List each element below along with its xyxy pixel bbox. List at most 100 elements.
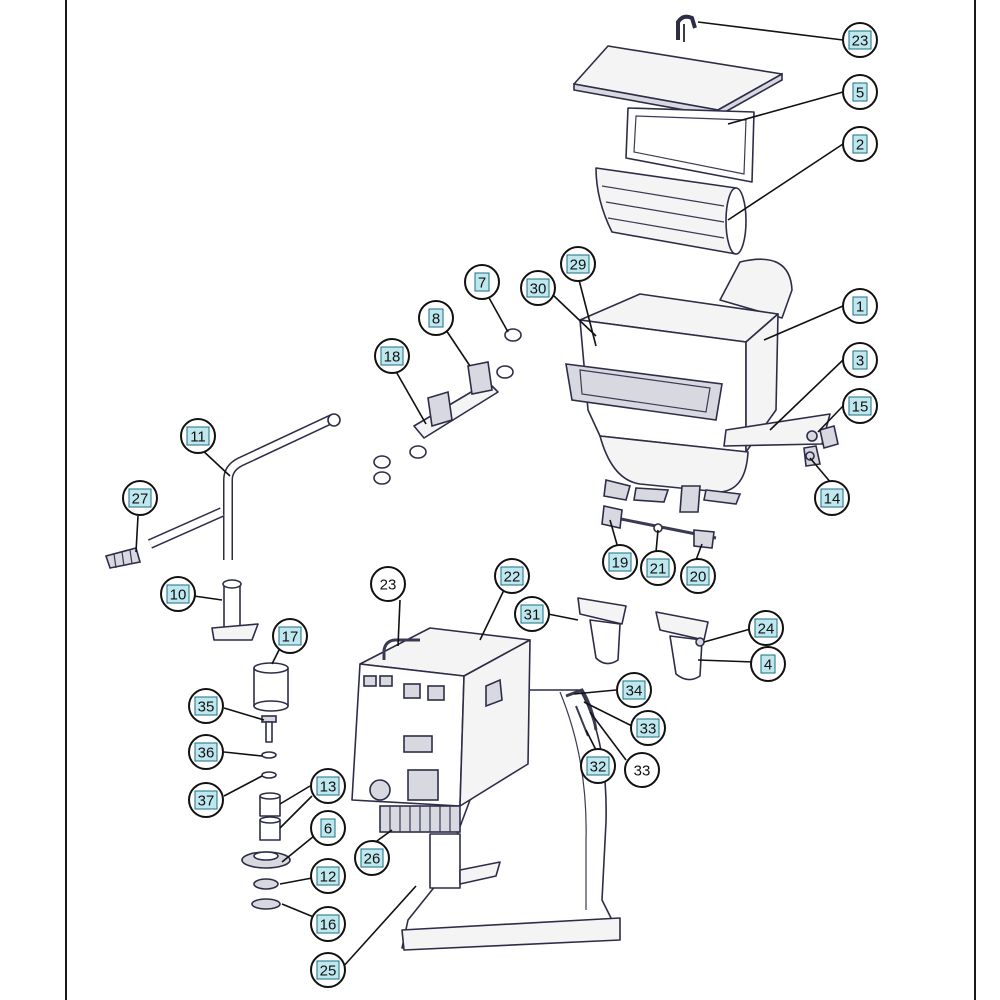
callout-14: 14 xyxy=(814,480,850,516)
callout-4: 4 xyxy=(750,646,786,682)
callout-15: 15 xyxy=(842,388,878,424)
svg-text:13: 13 xyxy=(320,779,337,796)
callout-23-top: 23 xyxy=(842,22,878,58)
terminal-block-part xyxy=(379,805,501,889)
pulley-6-part xyxy=(241,851,291,869)
svg-text:30: 30 xyxy=(530,281,547,298)
callout-30: 30 xyxy=(520,270,556,306)
callout-20: 20 xyxy=(680,558,716,594)
caster-31-part xyxy=(577,597,627,665)
t-handle-part xyxy=(147,413,341,560)
fastener-14-part xyxy=(803,445,821,467)
svg-text:24: 24 xyxy=(758,621,775,638)
leader-lines xyxy=(135,21,844,969)
svg-text:15: 15 xyxy=(852,399,869,416)
svg-text:29: 29 xyxy=(570,257,587,274)
svg-text:3: 3 xyxy=(856,353,864,370)
handle-top-part xyxy=(676,14,697,42)
svg-text:31: 31 xyxy=(524,607,541,624)
svg-text:34: 34 xyxy=(626,683,643,700)
callout-13: 13 xyxy=(310,768,346,804)
callout-11: 11 xyxy=(180,418,216,454)
svg-text:12: 12 xyxy=(320,869,337,886)
callout-26: 26 xyxy=(354,840,390,876)
callout-1: 1 xyxy=(842,288,878,324)
svg-text:7: 7 xyxy=(478,275,486,292)
svg-text:4: 4 xyxy=(764,657,772,674)
svg-text:22: 22 xyxy=(504,569,521,586)
callout-7: 7 xyxy=(464,264,500,300)
callout-24: 24 xyxy=(748,610,784,646)
callout-10: 10 xyxy=(160,576,196,612)
svg-text:35: 35 xyxy=(198,699,215,716)
callout-8: 8 xyxy=(418,300,454,336)
bracket-10-part xyxy=(211,579,259,641)
svg-text:23: 23 xyxy=(852,33,869,50)
callout-21: 21 xyxy=(640,550,676,586)
callout-3: 3 xyxy=(842,342,878,378)
svg-text:16: 16 xyxy=(320,917,337,934)
svg-text:37: 37 xyxy=(198,793,215,810)
svg-text:6: 6 xyxy=(324,821,332,838)
callout-2: 2 xyxy=(842,126,878,162)
lid-part xyxy=(573,45,783,183)
svg-text:18: 18 xyxy=(384,349,401,366)
callout-6: 6 xyxy=(310,810,346,846)
bolt-27-part xyxy=(104,547,142,569)
svg-text:27: 27 xyxy=(132,491,149,508)
callout-36: 36 xyxy=(188,734,224,770)
callout-34: 34 xyxy=(616,672,652,708)
callout-19: 19 xyxy=(602,544,638,580)
callout-17: 17 xyxy=(272,618,308,654)
bearing-assembly-part xyxy=(373,328,522,485)
svg-text:33: 33 xyxy=(634,763,651,780)
svg-text:17: 17 xyxy=(282,629,299,646)
callout-16: 16 xyxy=(310,906,346,942)
svg-text:20: 20 xyxy=(690,569,707,586)
callout-33-b: 33 xyxy=(624,752,660,788)
callout-12: 12 xyxy=(310,858,346,894)
fastener-15-part xyxy=(806,424,839,450)
callout-32: 32 xyxy=(580,748,616,784)
callout-33-a: 33 xyxy=(630,710,666,746)
cylinder-17-part xyxy=(253,662,289,712)
washer-16-part xyxy=(251,898,281,910)
svg-text:21: 21 xyxy=(650,561,667,578)
shaft-assembly-part xyxy=(601,505,717,549)
washer-37-part xyxy=(261,771,277,779)
svg-text:1: 1 xyxy=(856,299,864,316)
svg-text:5: 5 xyxy=(856,85,864,102)
nut-24-part xyxy=(695,637,705,647)
bolt-35-part xyxy=(261,715,277,743)
svg-text:10: 10 xyxy=(170,587,187,604)
callout-25: 25 xyxy=(310,952,346,988)
svg-text:14: 14 xyxy=(824,491,841,508)
hopper-body-part xyxy=(565,258,831,513)
callout-27: 27 xyxy=(122,480,158,516)
callout-29: 29 xyxy=(560,246,596,282)
svg-text:2: 2 xyxy=(856,137,864,154)
svg-text:8: 8 xyxy=(432,311,440,328)
svg-text:19: 19 xyxy=(612,555,629,572)
bushing-13-part xyxy=(259,792,281,841)
svg-text:25: 25 xyxy=(320,963,337,980)
svg-text:11: 11 xyxy=(190,429,206,446)
svg-text:26: 26 xyxy=(364,851,381,868)
callout-23-mid: 23 xyxy=(370,566,406,602)
callout-5: 5 xyxy=(842,74,878,110)
callout-37: 37 xyxy=(188,782,224,818)
washer-12-part xyxy=(253,878,279,890)
svg-text:33: 33 xyxy=(640,721,657,738)
svg-text:36: 36 xyxy=(198,745,215,762)
caster-4-part xyxy=(655,611,709,681)
callout-18: 18 xyxy=(374,338,410,374)
washer-36-part xyxy=(261,751,277,759)
callout-35: 35 xyxy=(188,688,224,724)
callout-31: 31 xyxy=(514,596,550,632)
drum-part xyxy=(595,167,747,255)
control-box-part xyxy=(351,627,531,807)
callout-22: 22 xyxy=(494,558,530,594)
svg-text:32: 32 xyxy=(590,759,607,776)
svg-text:23: 23 xyxy=(380,577,397,594)
